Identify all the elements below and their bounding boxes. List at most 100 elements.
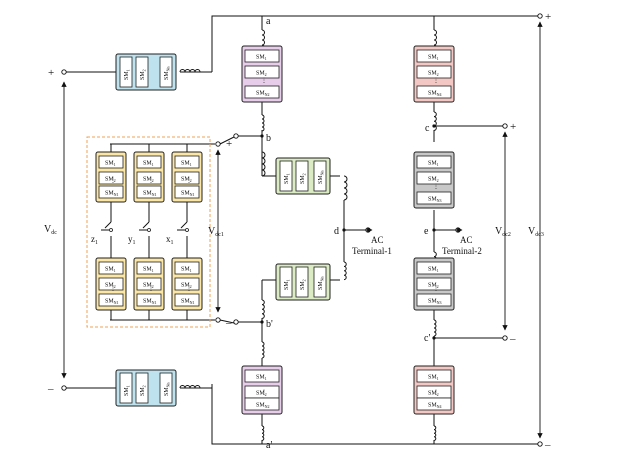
sm-label: SM1 bbox=[105, 267, 116, 274]
labels: a b b' a' c c' d e + – + – + – + – Vdc V… bbox=[44, 11, 551, 451]
vdots: ⋮ bbox=[186, 178, 192, 184]
sm-label: SM1 bbox=[256, 375, 267, 382]
sm-label: SMN1 bbox=[181, 191, 195, 198]
sm-label: SM2 bbox=[181, 283, 192, 290]
sm-label: SMN4 bbox=[428, 403, 442, 410]
inductor bbox=[261, 299, 265, 319]
sm-label: SM2 bbox=[143, 283, 154, 290]
vdots: ⋮ bbox=[261, 78, 267, 84]
label-vdc3: Vdc3 bbox=[528, 226, 544, 238]
switch-node bbox=[109, 228, 113, 232]
inductor bbox=[261, 151, 266, 177]
sm-label: SMNn bbox=[318, 276, 325, 290]
sm-label: SMN4 bbox=[428, 91, 442, 98]
sm-label: SMN1 bbox=[143, 191, 157, 198]
label-b-prime: b' bbox=[266, 319, 273, 330]
junction-dot bbox=[260, 134, 264, 138]
sm-stacks: SM1SM2SMNnSM1SM2SMNnSM1SM2SMNnSM1SM2SMNn… bbox=[95, 45, 455, 415]
node-minus-vdc2 bbox=[502, 335, 508, 341]
inductor bbox=[343, 175, 348, 201]
dc-source-bottom: SM1 SM2 SMNn bbox=[115, 369, 177, 407]
sm-label: SM2 bbox=[256, 71, 267, 78]
inductor bbox=[261, 114, 265, 132]
vdots: ⋮ bbox=[261, 390, 267, 396]
parallel-group-box bbox=[86, 136, 211, 328]
label-terminal-1: Terminal-1 bbox=[352, 246, 392, 256]
node-minus-right bbox=[537, 441, 543, 447]
sm-label: SM2 bbox=[256, 391, 267, 398]
vdots: ⋮ bbox=[148, 286, 154, 292]
switch-node bbox=[185, 228, 189, 232]
vdots: ⋮ bbox=[110, 178, 116, 184]
sm-label: SM2 bbox=[300, 173, 307, 184]
sm-label: SMN1 bbox=[181, 299, 195, 306]
sm-label: SMN2 bbox=[256, 91, 270, 98]
vdots: ⋮ bbox=[433, 78, 439, 84]
minus-left: – bbox=[47, 383, 54, 395]
sm-label: SMN1 bbox=[105, 299, 119, 306]
inductor bbox=[433, 319, 437, 337]
minus-vdc1: – bbox=[225, 317, 232, 329]
label-ac-2: AC bbox=[460, 235, 473, 245]
sm-label: SMN2 bbox=[256, 403, 270, 410]
label-vdc: Vdc bbox=[44, 224, 57, 236]
sm-label: SM1 bbox=[105, 161, 116, 168]
sm-label: SM1 bbox=[181, 267, 192, 274]
label-y1: y1 bbox=[128, 234, 136, 246]
label-b: b bbox=[266, 133, 271, 144]
label-vdc2: Vdc2 bbox=[495, 226, 511, 238]
sm-label: SMNn bbox=[164, 382, 171, 396]
label-terminal-2: Terminal-2 bbox=[442, 246, 482, 256]
inductor bbox=[261, 425, 265, 441]
label-a: a bbox=[266, 16, 271, 27]
inductor bbox=[261, 341, 265, 359]
label-a-prime: a' bbox=[266, 440, 272, 451]
node-plus-vdc1 bbox=[215, 141, 221, 147]
sm-label: SM2 bbox=[300, 279, 307, 290]
sm-label: SM1 bbox=[143, 267, 154, 274]
inductor bbox=[179, 69, 201, 73]
sm-label: SMN1 bbox=[105, 191, 119, 198]
vdots: ⋮ bbox=[433, 286, 439, 292]
label-vdc1: Vdc1 bbox=[208, 226, 224, 238]
minus-vdc2: – bbox=[509, 333, 516, 345]
vdots: ⋮ bbox=[186, 286, 192, 292]
voltage-arrows bbox=[61, 21, 543, 439]
node-switch-b-prime bbox=[233, 319, 239, 325]
sm-label: SM2 bbox=[105, 177, 116, 184]
node-minus-left bbox=[61, 385, 67, 391]
node-switch-b bbox=[233, 133, 239, 139]
sm-label: SM1 bbox=[428, 55, 439, 62]
sm-label: SM1 bbox=[428, 375, 439, 382]
plus-left: + bbox=[48, 67, 54, 79]
sm-label: SM2 bbox=[143, 177, 154, 184]
sm-label: SM2 bbox=[140, 385, 147, 396]
label-x1: x1 bbox=[166, 234, 174, 246]
label-c-prime: c' bbox=[424, 333, 430, 344]
vdots: ⋮ bbox=[110, 286, 116, 292]
junction-dot bbox=[432, 124, 436, 128]
junction-dot bbox=[432, 336, 436, 340]
sm-label: SM1 bbox=[124, 69, 131, 80]
switch-node bbox=[147, 228, 151, 232]
sm-label: SM1 bbox=[124, 385, 131, 396]
label-z1: z1 bbox=[91, 234, 98, 246]
node-plus-right bbox=[537, 13, 543, 19]
sm-label: SM2 bbox=[428, 177, 439, 184]
sm-label: SM1 bbox=[256, 55, 267, 62]
inductor bbox=[433, 425, 437, 441]
inductor bbox=[179, 385, 201, 389]
sm-label: SM1 bbox=[428, 267, 439, 274]
switch-labels: z1 y1 x1 bbox=[91, 234, 174, 246]
sm-label: SMN3 bbox=[428, 197, 442, 204]
